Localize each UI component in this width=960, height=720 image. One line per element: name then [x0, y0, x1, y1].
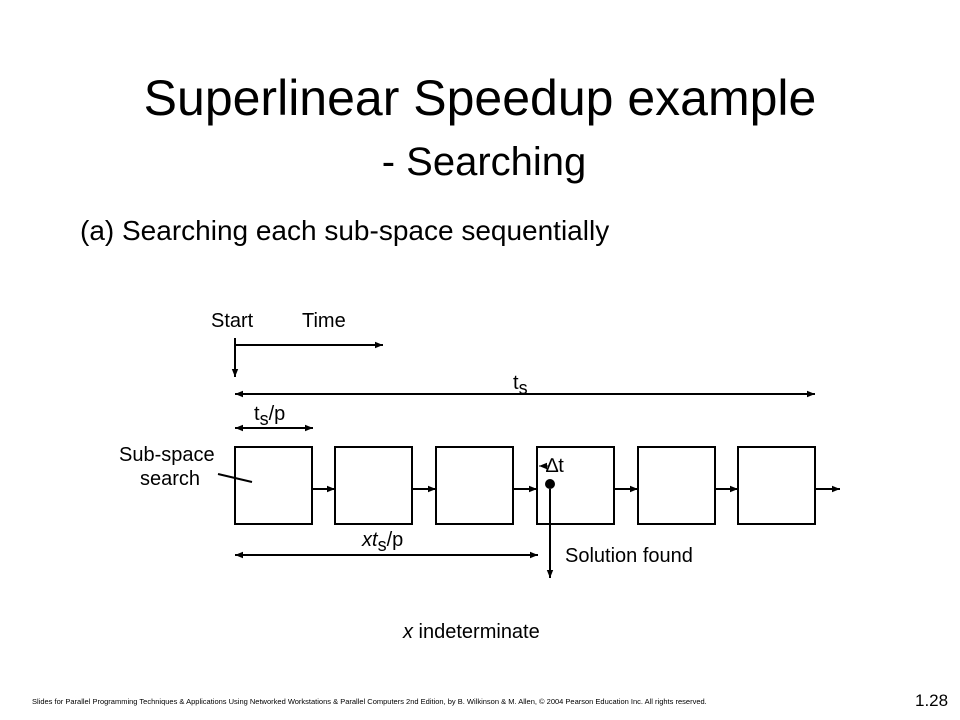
ts-p-suffix: /p [269, 403, 286, 425]
diagram-caption: (a) Searching each sub-space sequentiall… [80, 215, 610, 246]
subspace-box [234, 446, 313, 525]
subspace-label-line1: Sub-space [119, 444, 215, 466]
xts-p-label: xts/p [361, 529, 403, 555]
subspace-box [637, 446, 716, 525]
start-label: Start [211, 310, 254, 332]
slide-subtitle-text: - Searching [381, 140, 587, 184]
ts-p-subscript: s [260, 409, 269, 429]
indeterminate-text: indeterminate [413, 621, 540, 643]
delta-t-label: ∆t [546, 455, 564, 477]
xts-p-subscript: s [378, 535, 387, 555]
subspace-box [435, 446, 514, 525]
subspace-box-solution [536, 446, 615, 525]
ts-main: t [513, 372, 519, 394]
time-label: Time [302, 310, 346, 332]
slide-subtitle: - Searching [0, 138, 960, 186]
subspace-box [737, 446, 816, 525]
subspace-box [334, 446, 413, 525]
xts-p-suffix: /p [387, 529, 404, 551]
ts-label: ts [513, 372, 528, 398]
slide-footer: Slides for Parallel Programming Techniqu… [32, 697, 707, 706]
indeterminate-x: x [402, 621, 414, 643]
slide-title: Superlinear Speedup example [143, 70, 817, 126]
solution-found-label: Solution found [565, 545, 693, 567]
ts-p-main: t [254, 403, 260, 425]
ts-subscript: s [519, 378, 528, 398]
page-number: 1.28 [915, 691, 949, 710]
solution-dot [545, 479, 555, 489]
xts-p-main: xt [361, 529, 379, 551]
indeterminate-note: x indeterminate [402, 621, 540, 643]
ts-p-label: ts/p [254, 403, 285, 429]
subspace-label-line2: search [140, 468, 200, 490]
